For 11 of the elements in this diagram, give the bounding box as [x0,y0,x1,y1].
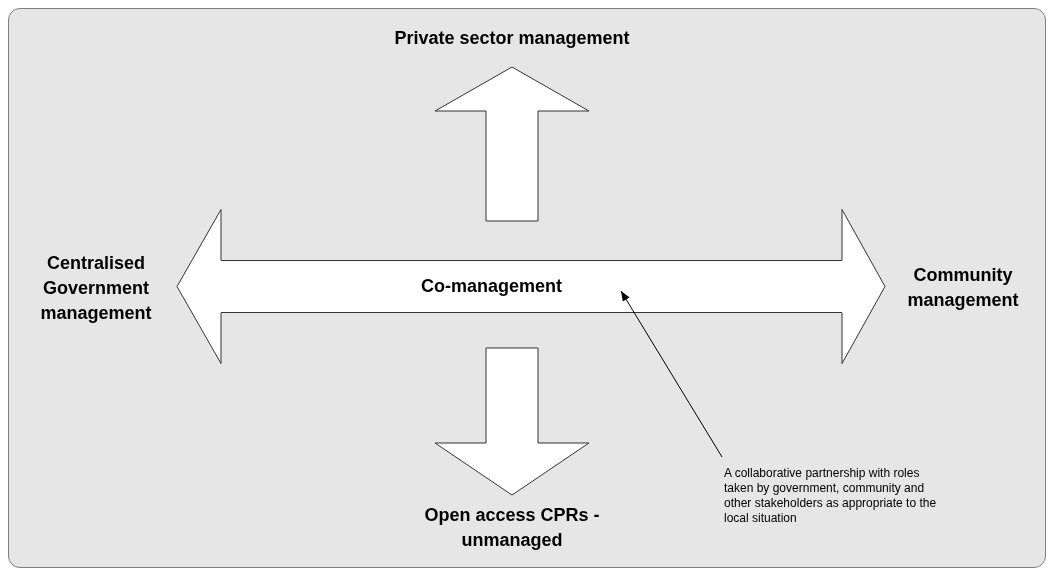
heading-text: Open access CPRs - unmanaged [423,504,601,552]
block-arrow [434,66,590,222]
block-arrow [434,347,590,496]
block-arrow [176,209,222,364]
heading-text: Community management [906,264,1020,312]
bar-label: Co-management [421,275,563,298]
block-arrow [841,209,886,364]
heading-text: Private sector management [394,26,630,50]
annotation-text: A collaborative partnership with roles taken by government, community and other stakeholders as appropriate to the local situation [724,466,938,526]
heading-text: Centralised Government management [39,251,153,325]
leader-line [620,290,723,458]
